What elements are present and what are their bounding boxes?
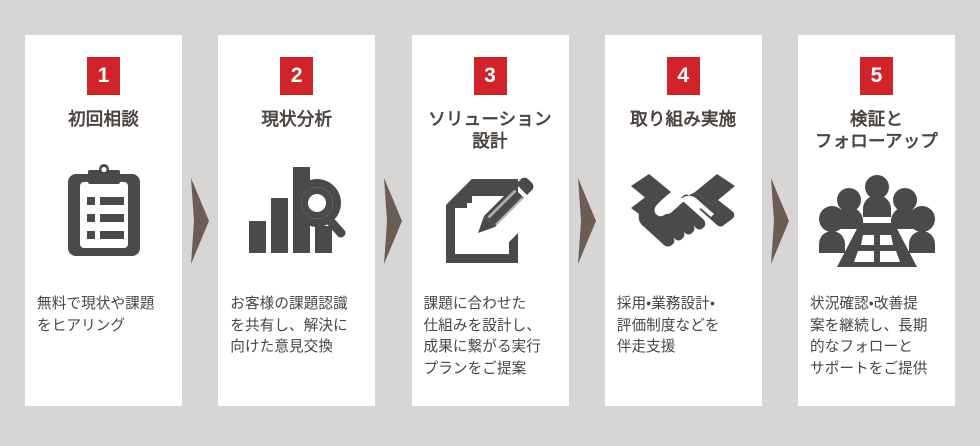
step-desc-slot-1: 無料で現状や課題 をヒアリング (25, 294, 182, 406)
step-description-2: お客様の課題認識 を共有し、解決に 向けた意見交換 (230, 296, 348, 356)
step-title-4: 取り組み実施 (630, 109, 737, 129)
handshake-icon (629, 172, 737, 248)
step-description-1: 無料で現状や課題 をヒアリング (37, 296, 155, 334)
meeting-table-icon (818, 173, 935, 269)
step-card-1: 1 初回相談 (25, 35, 182, 406)
bar-chart-magnifier-icon (247, 165, 347, 255)
step-number-badge-3: 3 (473, 57, 507, 95)
step-number-badge-4: 4 (666, 57, 700, 95)
step-description-3: 課題に合わせた 仕組みを設計し、 成果に繋がる実行 プランをご提案 (423, 296, 542, 377)
step-description-4: 採用・業務設計・ 評価制度などを 伴走支援 (616, 296, 720, 356)
step-icon-wrap-3 (412, 153, 569, 294)
arrow-3-to-4 (569, 35, 605, 406)
step-desc-slot-4: 採用・業務設計・ 評価制度などを 伴走支援 (605, 294, 762, 406)
step-number-badge-5: 5 (860, 57, 893, 95)
step-title-2: 現状分析 (261, 109, 333, 129)
step-desc-slot-5: 状況確認・改善提 案を継続し、長期 的なフォローと サポートをご提供 (798, 294, 955, 406)
step-icon-wrap-5 (798, 153, 955, 294)
arrow-2-to-3 (375, 35, 411, 406)
step-title-1: 初回相談 (68, 109, 139, 129)
step-icon-wrap-2 (218, 130, 375, 294)
step-card-5: 5 検証と フォローアップ (798, 35, 955, 406)
step-icon-wrap-1 (25, 130, 182, 294)
step-description-5: 状況確認・改善提 案を継続し、長期 的なフォローと サポートをご提供 (810, 296, 928, 377)
step-card-3: 3 ソリューション 設計 (411, 35, 569, 406)
step-card-2: 2 現状分析 (218, 35, 376, 406)
clipboard-icon (66, 164, 142, 257)
step-title-3: ソリューション 設計 (428, 109, 552, 152)
step-desc-slot-3: 課題に合わせた 仕組みを設計し、 成果に繋がる実行 プランをご提案 (412, 294, 569, 406)
step-card-4: 4 取り組み実施 (604, 35, 762, 406)
step-number-badge-2: 2 (280, 57, 314, 95)
step-title-5: 検証と フォローアップ (814, 109, 939, 152)
step-icon-wrap-4 (605, 130, 762, 294)
step-number-badge-1: 1 (87, 57, 120, 95)
arrow-1-to-2 (182, 35, 218, 406)
document-pencil-icon (444, 177, 536, 265)
arrow-4-to-5 (762, 35, 798, 406)
steps-container: 1 初回相談 (25, 35, 955, 406)
step-desc-slot-2: お客様の課題認識 を共有し、解決に 向けた意見交換 (218, 294, 375, 406)
